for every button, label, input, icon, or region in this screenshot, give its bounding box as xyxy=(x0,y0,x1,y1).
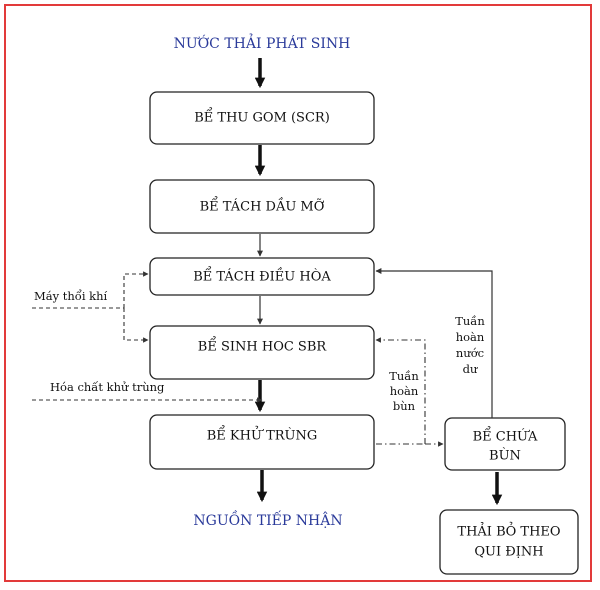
box-sludge-label-2: BÙN xyxy=(489,447,521,464)
water-return-label-4: dư xyxy=(463,362,478,376)
box-oil-label: BỂ TÁCH DẦU MỠ xyxy=(200,197,325,215)
box-collect: BỂ THU GOM (SCR) xyxy=(149,91,375,145)
sludge-return-label-1: Tuần xyxy=(389,369,419,383)
arrow-water-return xyxy=(375,268,493,418)
blower-label: Máy thổi khí xyxy=(34,289,108,303)
box-oil: BỂ TÁCH DẦU MỠ xyxy=(149,179,375,234)
box-sbr-label: BỂ SINH HOC SBR xyxy=(198,337,328,355)
box-disinfect: BỂ KHỬ TRÙNG xyxy=(149,414,375,470)
box-sludge-label-1: BỂ CHỨA xyxy=(473,427,538,445)
top-label: NƯỚC THẢI PHÁT SINH xyxy=(174,32,351,52)
box-disinfect-label: BỂ KHỬ TRÙNG xyxy=(207,426,318,444)
sludge-return-label-3: bùn xyxy=(393,399,416,413)
box-dispose-label-1: THẢI BỎ THEO xyxy=(457,522,560,540)
blower-to-equalize xyxy=(123,271,149,308)
sludge-return-label-2: hoàn xyxy=(390,384,419,398)
box-collect-label: BỂ THU GOM (SCR) xyxy=(194,108,330,126)
arrow-sludge-return xyxy=(375,337,426,444)
box-sludge: BỂ CHỨA BÙN xyxy=(444,417,566,471)
water-return-label-1: Tuần xyxy=(455,314,485,328)
water-return-label-3: nước xyxy=(456,346,484,360)
chemical-label: Hóa chất khử trùng xyxy=(50,380,165,394)
water-return-label-2: hoàn xyxy=(456,330,485,344)
box-dispose: THẢI BỎ THEO QUI ĐỊNH xyxy=(439,509,579,575)
box-sbr: BỂ SINH HOC SBR xyxy=(149,325,375,380)
box-dispose-label-2: QUI ĐỊNH xyxy=(474,545,543,560)
diagram-frame xyxy=(4,4,592,582)
box-equalize-label: BỂ TÁCH ĐIỀU HÒA xyxy=(193,267,331,285)
bottom-label: NGUỒN TIẾP NHẬN xyxy=(193,509,342,529)
blower-to-sbr xyxy=(123,308,149,343)
box-equalize: BỂ TÁCH ĐIỀU HÒA xyxy=(149,257,375,296)
